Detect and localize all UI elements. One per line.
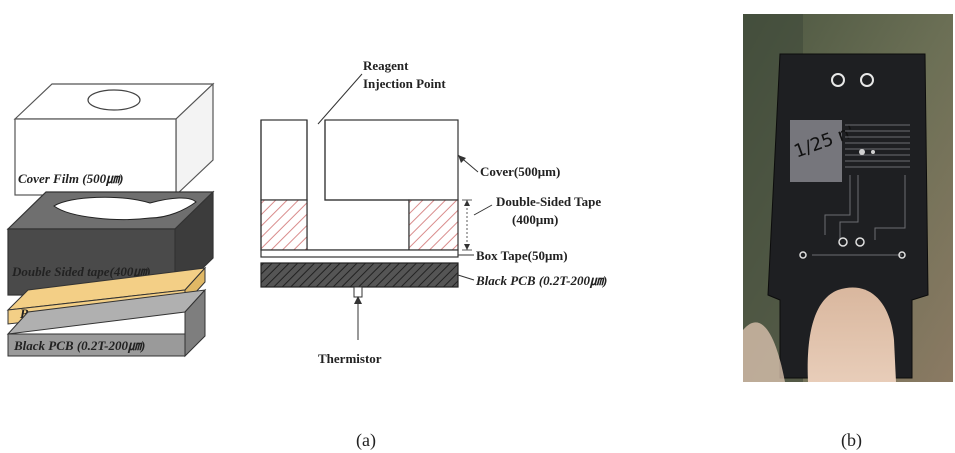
cross-section: Reagent Injection Point Thermistor Cover… xyxy=(260,58,607,366)
inlet-hole-icon xyxy=(87,89,141,111)
tape-patch xyxy=(790,120,842,182)
box-tape-section xyxy=(260,249,459,258)
tape-block-left xyxy=(260,199,308,251)
thermistor-icon xyxy=(353,286,363,298)
box-tape-section-label: Box Tape(50μm) xyxy=(476,248,568,263)
thermistor-label: Thermistor xyxy=(318,351,382,366)
reagent-label-line1: Reagent xyxy=(363,58,409,73)
reagent-leader-line xyxy=(317,73,363,125)
black-pcb-label: Black PCB (0.2T-200㎛) xyxy=(13,338,145,353)
device-photo: 1/25 n' xyxy=(743,14,953,382)
circuit-traces xyxy=(812,124,910,256)
channel-cutout-icon xyxy=(53,196,197,220)
exploded-view: Cover Film (500㎛) Double Sided tape(400㎛… xyxy=(6,82,215,358)
reagent-label-line2: Injection Point xyxy=(363,76,446,91)
pcb-section-label: Black PCB (0.2T-200㎛) xyxy=(475,273,607,288)
dst-label-line1: Double-Sided Tape xyxy=(496,194,601,209)
cover-label: Cover(500μm) xyxy=(480,164,560,179)
thumb xyxy=(807,287,896,382)
pcb-section xyxy=(260,262,459,288)
cover-film-layer: Cover Film (500㎛) xyxy=(13,82,215,197)
dst-label-line2: (400μm) xyxy=(512,212,558,227)
black-pcb-layer: Black PCB (0.2T-200㎛) xyxy=(6,288,207,358)
cover-film-label: Cover Film (500㎛) xyxy=(18,171,123,186)
double-sided-tape-label: Double Sided tape(400㎛) xyxy=(11,264,151,279)
cover-left-block xyxy=(260,119,308,201)
tape-block-right xyxy=(408,199,459,251)
hole-icon xyxy=(831,73,845,87)
panel-label-b: (b) xyxy=(841,430,862,450)
panel-label-a: (a) xyxy=(356,430,376,450)
hole-icon xyxy=(860,73,874,87)
cover-right-block xyxy=(324,119,459,201)
